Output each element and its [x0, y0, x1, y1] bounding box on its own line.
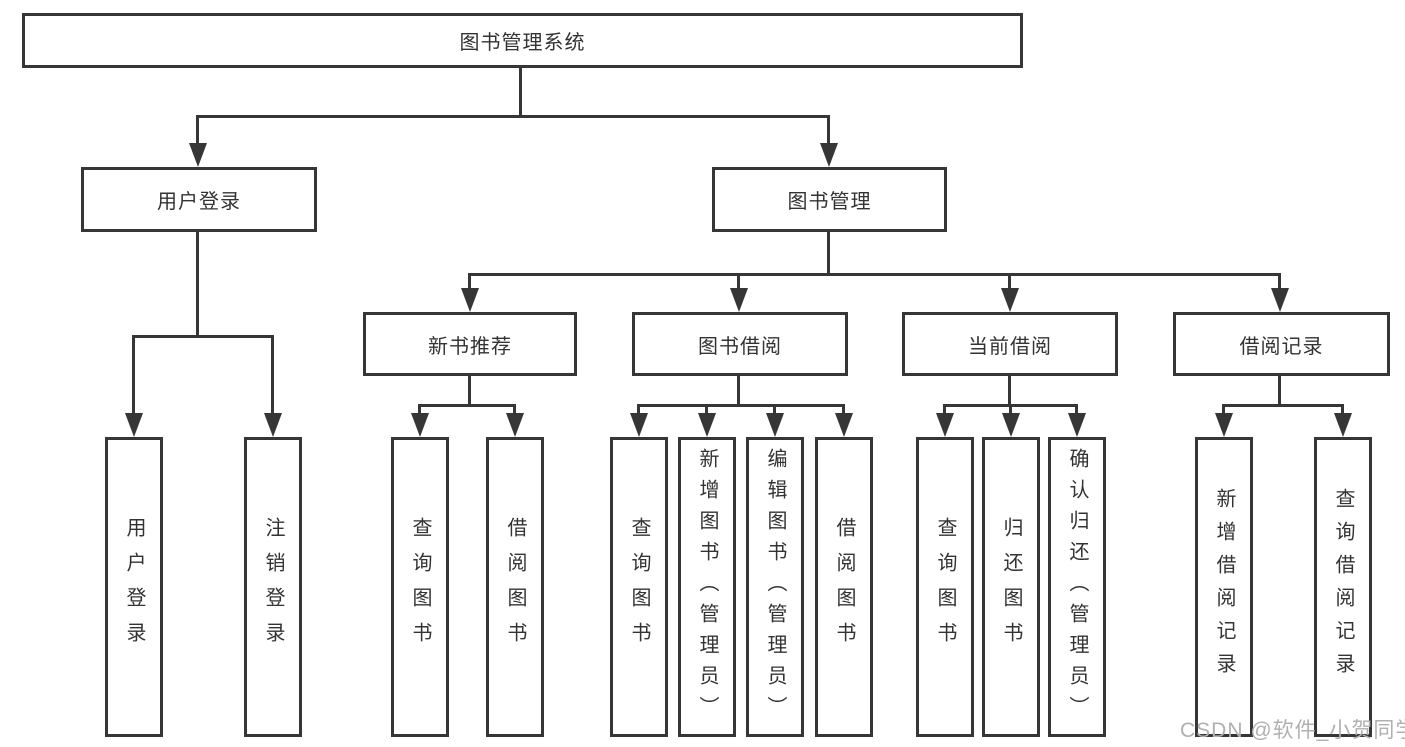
- arrow-down-icon: [264, 413, 282, 437]
- connector-line: [943, 404, 946, 415]
- connector-line: [1009, 404, 1012, 415]
- watermark: CSDN @软件_小贺同学: [1180, 719, 1405, 742]
- leaf-borrow-books-1: 借阅图书: [486, 437, 544, 737]
- connector-line: [1278, 376, 1281, 407]
- node-user-login-label: 用户登录: [157, 191, 241, 213]
- leaf-return-book-label: 归还图书: [1000, 517, 1022, 657]
- connector-line: [827, 115, 830, 145]
- connector-line: [1075, 404, 1078, 415]
- leaf-edit-book-admin-label: 编辑图书（管理员）: [764, 447, 786, 727]
- leaf-user-login-label: 用户登录: [123, 517, 145, 657]
- leaf-borrow-books-2-label: 借阅图书: [833, 517, 855, 657]
- leaf-logout: 注销登录: [244, 437, 302, 737]
- arrow-down-icon: [820, 143, 838, 167]
- node-book-management-label: 图书管理: [787, 191, 872, 213]
- leaf-query-borrow-record-label: 查询借阅记录: [1332, 488, 1354, 686]
- arrow-down-icon: [1271, 288, 1289, 312]
- connector-line: [827, 232, 830, 276]
- leaf-query-books-1: 查询图书: [391, 437, 449, 737]
- connector-line: [468, 273, 471, 290]
- arrow-down-icon: [189, 143, 207, 167]
- node-borrow-records: 借阅记录: [1173, 312, 1390, 376]
- node-user-login: 用户登录: [81, 167, 317, 232]
- leaf-query-books-3-label: 查询图书: [934, 517, 956, 657]
- connector-line: [132, 335, 135, 413]
- connector-line: [637, 404, 845, 407]
- arrow-down-icon: [1001, 288, 1019, 312]
- connector-line: [1341, 404, 1344, 415]
- leaf-confirm-return-admin-label: 确认归还（管理员）: [1066, 447, 1088, 727]
- arrow-down-icon: [1002, 413, 1020, 437]
- connector-line: [737, 376, 740, 407]
- connector-line: [1008, 376, 1011, 407]
- connector-line: [842, 404, 845, 415]
- node-new-book-recommend-label: 新书推荐: [428, 335, 512, 358]
- connector-line: [773, 404, 776, 415]
- node-root-label: 图书管理系统: [459, 32, 586, 54]
- node-borrow-records-label: 借阅记录: [1239, 335, 1324, 358]
- connector-line: [468, 376, 471, 407]
- connector-line: [468, 273, 1281, 276]
- connector-line: [513, 404, 516, 415]
- node-current-borrow: 当前借阅: [902, 312, 1118, 376]
- connector-line: [418, 404, 516, 407]
- leaf-user-login: 用户登录: [105, 437, 163, 737]
- arrow-down-icon: [125, 413, 143, 437]
- leaf-return-book: 归还图书: [982, 437, 1040, 737]
- leaf-borrow-books-1-label: 借阅图书: [504, 517, 526, 657]
- connector-line: [196, 232, 199, 338]
- arrow-down-icon: [835, 413, 853, 437]
- node-book-borrow: 图书借阅: [632, 312, 848, 376]
- connector-line: [1278, 273, 1281, 290]
- arrow-down-icon: [698, 413, 716, 437]
- node-root: 图书管理系统: [22, 13, 1023, 68]
- arrow-down-icon: [1334, 413, 1352, 437]
- node-book-management: 图书管理: [712, 167, 947, 232]
- connector-line: [519, 67, 522, 117]
- leaf-query-books-3: 查询图书: [916, 437, 974, 737]
- leaf-borrow-books-2: 借阅图书: [815, 437, 873, 737]
- arrow-down-icon: [461, 288, 479, 312]
- leaf-add-book-admin: 新增图书（管理员）: [678, 437, 736, 737]
- node-current-borrow-label: 当前借阅: [968, 335, 1052, 358]
- leaf-add-borrow-record-label: 新增借阅记录: [1213, 488, 1235, 686]
- arrow-down-icon: [1068, 413, 1086, 437]
- arrow-down-icon: [1215, 413, 1233, 437]
- arrow-down-icon: [936, 413, 954, 437]
- leaf-query-books-2: 查询图书: [610, 437, 668, 737]
- connector-line: [1008, 273, 1011, 290]
- arrow-down-icon: [411, 413, 429, 437]
- leaf-add-borrow-record: 新增借阅记录: [1195, 437, 1253, 737]
- connector-line: [705, 404, 708, 415]
- leaf-query-books-2-label: 查询图书: [628, 517, 650, 657]
- connector-line: [196, 115, 199, 145]
- connector-line: [132, 335, 274, 338]
- leaf-edit-book-admin: 编辑图书（管理员）: [746, 437, 804, 737]
- connector-line: [196, 115, 830, 118]
- connector-line: [1222, 404, 1225, 415]
- leaf-confirm-return-admin: 确认归还（管理员）: [1048, 437, 1106, 737]
- leaf-logout-label: 注销登录: [262, 517, 284, 657]
- leaf-query-borrow-record: 查询借阅记录: [1314, 437, 1372, 737]
- connector-line: [418, 404, 421, 415]
- arrow-down-icon: [506, 413, 524, 437]
- node-book-borrow-label: 图书借阅: [698, 335, 782, 358]
- connector-line: [1222, 404, 1344, 407]
- node-new-book-recommend: 新书推荐: [363, 312, 577, 376]
- arrow-down-icon: [730, 288, 748, 312]
- connector-line: [737, 273, 740, 290]
- leaf-query-books-1-label: 查询图书: [409, 517, 431, 657]
- connector-line: [637, 404, 640, 415]
- arrow-down-icon: [630, 413, 648, 437]
- connector-line: [271, 335, 274, 413]
- arrow-down-icon: [766, 413, 784, 437]
- leaf-add-book-admin-label: 新增图书（管理员）: [696, 447, 718, 727]
